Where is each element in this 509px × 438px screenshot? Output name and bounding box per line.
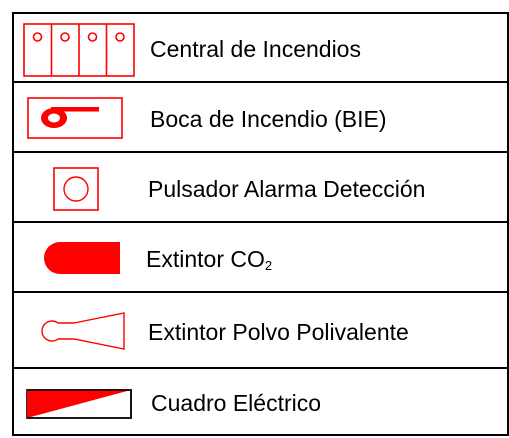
fire-alarm-panel-icon — [23, 23, 135, 77]
legend-row-fire-panel: Central de Incendios — [14, 14, 507, 83]
legend-label-powder-extinguisher: Extintor Polvo Polivalente — [148, 319, 409, 345]
legend-row-electrical-panel: Cuadro Eléctrico — [14, 369, 507, 434]
legend-label-co2-extinguisher: Extintor CO2 — [146, 246, 273, 273]
powder-extinguisher-icon — [41, 312, 125, 350]
legend-row-fire-hose: Boca de Incendio (BIE) — [14, 83, 507, 153]
symbol-legend: Central de Incendios Boca de Incendio (B… — [12, 12, 509, 436]
legend-label-electrical-panel: Cuadro Eléctrico — [151, 390, 322, 416]
legend-row-co2-extinguisher: Extintor CO2 — [14, 223, 507, 293]
legend-label-fire-panel: Central de Incendios — [150, 36, 361, 62]
manual-call-point-icon — [53, 167, 99, 211]
legend-label-call-point: Pulsador Alarma Detección — [148, 176, 426, 202]
legend-label-fire-hose: Boca de Incendio (BIE) — [150, 106, 387, 132]
co2-extinguisher-icon — [44, 242, 120, 274]
fire-hose-cabinet-icon — [27, 97, 123, 139]
electrical-panel-icon — [26, 389, 132, 419]
co2-subscript: 2 — [264, 258, 273, 273]
legend-row-call-point: Pulsador Alarma Detección — [14, 153, 507, 223]
legend-row-powder-extinguisher: Extintor Polvo Polivalente — [14, 293, 507, 369]
